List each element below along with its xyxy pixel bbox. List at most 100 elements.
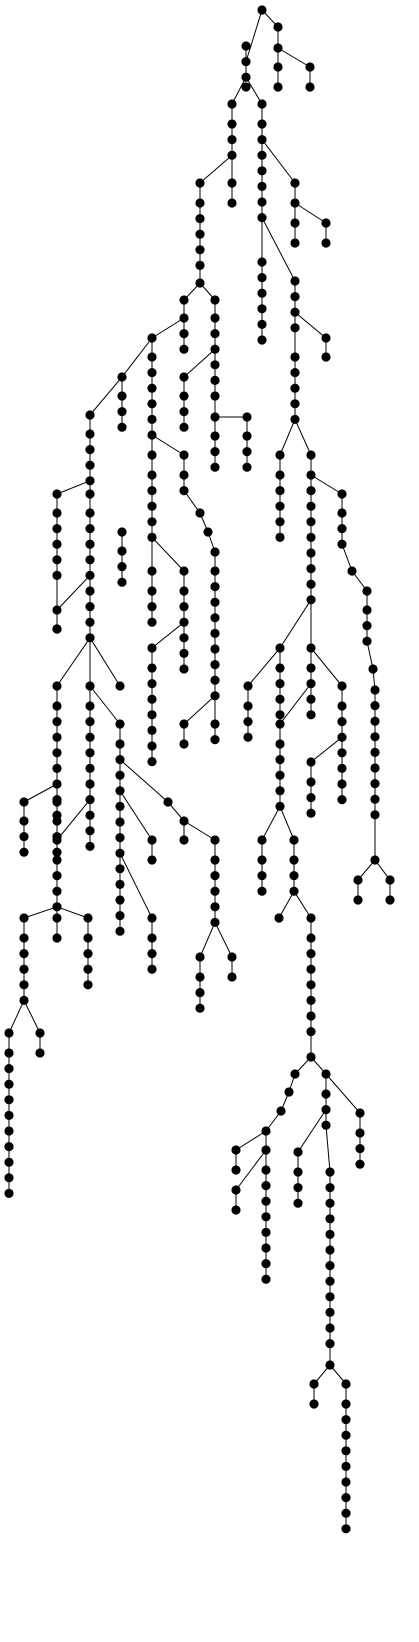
tree-node — [306, 980, 316, 990]
tree-node — [19, 995, 29, 1006]
tree-node — [290, 276, 300, 286]
tree-node — [275, 450, 285, 460]
tree-edge — [56, 906, 89, 919]
tree-node — [306, 643, 316, 653]
tree-node — [52, 847, 62, 857]
tree-node — [321, 1120, 331, 1130]
tree-node — [115, 770, 125, 780]
tree-node — [115, 786, 125, 796]
tree-node — [85, 445, 95, 455]
tree-node — [227, 119, 237, 129]
tree-node — [147, 617, 157, 627]
tree-node — [370, 855, 380, 865]
tree-node — [85, 779, 95, 789]
tree-node — [321, 238, 331, 248]
tree-node — [195, 1003, 205, 1013]
tree-node — [257, 257, 267, 267]
tree-node — [115, 681, 125, 691]
tree-node — [19, 816, 29, 826]
tree-node — [243, 681, 253, 691]
tree-node — [227, 972, 237, 982]
tree-node — [147, 352, 157, 362]
tree-node — [147, 741, 157, 751]
tree-node — [195, 972, 205, 982]
tree-node — [210, 547, 220, 557]
tree-node — [52, 835, 62, 845]
tree-node — [362, 605, 372, 615]
tree-node — [85, 586, 95, 596]
tree-node — [243, 732, 253, 742]
tree-node — [179, 407, 189, 417]
tree-node — [210, 295, 220, 305]
tree-node — [241, 72, 251, 82]
tree-node — [290, 218, 300, 228]
tree-node — [147, 383, 157, 393]
tree-node — [290, 368, 300, 378]
tree-node — [362, 586, 372, 596]
tree-node — [179, 422, 189, 432]
tree-edge — [89, 685, 121, 725]
tree-node — [275, 770, 285, 780]
tree-node — [275, 470, 285, 480]
tree-node — [147, 855, 157, 865]
tree-node — [19, 913, 29, 923]
tree-node — [355, 1159, 365, 1169]
tree-node — [325, 1339, 335, 1349]
tree-node — [117, 372, 127, 382]
tree-node — [210, 313, 220, 323]
tree-node — [293, 1167, 303, 1177]
tree-node — [210, 597, 220, 607]
tree-node — [231, 1145, 241, 1155]
tree-node — [210, 719, 220, 729]
tree-node — [306, 995, 316, 1006]
tree-node — [210, 360, 220, 370]
tree-node — [115, 864, 125, 874]
tree-node — [52, 539, 62, 549]
tree-node — [290, 178, 300, 188]
tree-node — [370, 732, 380, 742]
tree-node — [257, 5, 267, 15]
tree-node — [355, 1144, 365, 1154]
tree-node — [306, 595, 316, 605]
tree-node — [195, 178, 205, 188]
tree-node — [147, 913, 157, 923]
tree-node — [293, 1198, 303, 1208]
tree-node — [325, 1276, 335, 1286]
tree-node — [385, 895, 395, 905]
tree-node — [179, 313, 189, 323]
tree-node — [289, 855, 299, 865]
tree-node — [35, 1048, 45, 1058]
tree-node — [325, 1323, 335, 1333]
tree-edge — [310, 647, 343, 687]
tree-node — [325, 1245, 335, 1255]
tree-node — [52, 816, 62, 826]
tree-node — [195, 214, 205, 224]
tree-node — [290, 1069, 300, 1079]
tree-node — [52, 524, 62, 534]
tree-node — [275, 643, 285, 653]
tree-node — [147, 517, 157, 527]
tree-node — [341, 1446, 351, 1456]
tree-node — [337, 701, 347, 711]
tree-node — [115, 879, 125, 890]
tree-edge — [231, 76, 247, 105]
tree-node — [261, 1165, 271, 1175]
tree-node — [385, 875, 395, 885]
tree-node — [341, 1399, 351, 1409]
tree-node — [273, 62, 283, 72]
tree-edge — [297, 1109, 327, 1153]
tree-node — [19, 847, 29, 857]
tree-node — [243, 701, 253, 711]
tree-node — [52, 605, 62, 615]
tree-node — [117, 577, 127, 587]
tree-node — [257, 197, 267, 207]
tree-node — [257, 871, 267, 881]
tree-node — [290, 323, 300, 333]
tree-node — [147, 694, 157, 704]
tree-node — [306, 548, 316, 558]
tree-node — [261, 1181, 271, 1191]
tree-edge — [261, 217, 296, 282]
tree-node — [325, 1214, 335, 1224]
tree-node — [289, 835, 299, 845]
